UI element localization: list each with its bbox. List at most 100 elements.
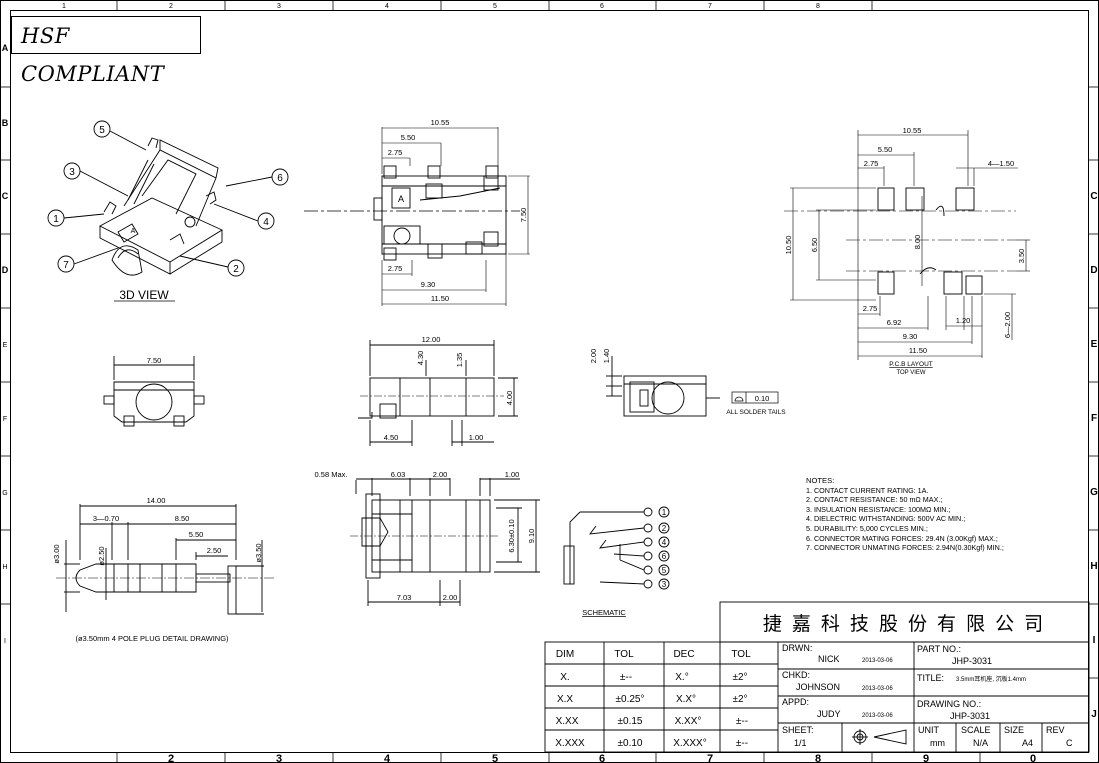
dim-label: 7.50: [519, 208, 528, 223]
scale-label: SCALE: [961, 725, 991, 735]
zone-col-label: 8: [816, 3, 820, 10]
dim-label: 7.03: [397, 593, 412, 602]
pcb-layout: [877, 187, 983, 295]
pcb-caption-sub: TOP VIEW: [896, 370, 925, 376]
tol-cell: ±--: [736, 738, 748, 749]
dim-label: 3—0.70: [93, 514, 119, 523]
tol-cell: ±0.25°: [616, 694, 645, 705]
zone-row-label: C: [1090, 191, 1097, 202]
dim-label: 6—2.00: [1003, 312, 1012, 338]
dim-label: 6.03: [391, 470, 406, 479]
note-item: 3. INSULATION RESISTANCE: 100MΩ MIN.;: [806, 504, 951, 514]
dim-label: 4—1.50: [988, 159, 1014, 168]
zone-col-label: 7: [708, 3, 712, 10]
zone-row-labels-left: A B C D E F G H I: [2, 43, 9, 645]
pcb-dims: [790, 130, 1030, 360]
tol-cell: X.XXX°: [673, 738, 706, 749]
pcb-centerlines: [784, 210, 1016, 272]
dim-label: 2.75: [864, 159, 879, 168]
dim-label: ø3.00: [52, 544, 61, 563]
zone-labels-bottom: 2 3 4 5 6 7 8 9 0: [168, 753, 1036, 763]
dim-label: 5.50: [401, 133, 416, 142]
tol-cell: X.XX: [556, 716, 579, 727]
flatness-callout: [731, 391, 779, 404]
hsf-compliant-stamp: HSF COMPLIANT: [11, 16, 201, 86]
dim-label: 4.50: [384, 433, 399, 442]
zone-row-label: B: [2, 118, 9, 128]
zone-col-label: 1: [62, 3, 66, 10]
dim-label: 2.00: [433, 470, 448, 479]
balloon-label: 7: [63, 260, 69, 271]
tol-cell: X.: [560, 672, 569, 683]
tol-cell: X.°: [675, 672, 688, 683]
zone-row-label: E: [3, 342, 8, 349]
note-item: 5. DURABILITY: 5,000 CYCLES MIN.;: [806, 523, 928, 533]
dim-label: 9.10: [527, 529, 536, 544]
zone-row-label: G: [1090, 487, 1098, 498]
plug-caption: (ø3.50mm 4 POLE PLUG DETAIL DRAWING): [75, 634, 229, 643]
schematic-pin-label: 3: [662, 580, 667, 589]
tol-header-cell: TOL: [731, 649, 751, 660]
tol-header-cell: DEC: [673, 649, 694, 660]
chkd-label: CHKD:: [782, 670, 810, 680]
tol-cell: X.XXX: [555, 738, 585, 749]
zone-row-label: I: [4, 638, 6, 645]
dim-label: 1.35: [455, 353, 464, 368]
zone-col-label: 5: [493, 3, 497, 10]
dim-label: 1.00: [469, 433, 484, 442]
rev-label: REV: [1046, 725, 1065, 735]
dim-label: 10.55: [431, 118, 450, 127]
appd-date: 2013-03-06: [862, 713, 893, 719]
tol-cell: ±2°: [732, 694, 747, 705]
pcb-dim-text: 10.55 5.50 2.75 4—1.50 10.50 6.50 8.00 3…: [784, 126, 1026, 376]
balloon-label: 3: [69, 167, 75, 178]
section-dim-text: 0.58 Max. 6.03 2.00 1.00 6.30±0.10 9.10 …: [315, 470, 536, 602]
dim-label: 2.00: [443, 593, 458, 602]
dim-label: 5.50: [189, 530, 204, 539]
dim-label: 4.30: [416, 351, 425, 366]
drawing-no-label: DRAWING NO.:: [917, 699, 981, 709]
dim-label: 7.50: [147, 356, 162, 365]
title-block-lines: [544, 601, 1090, 753]
notes-block: NOTES: 1. CONTACT CURRENT RATING: 1A. 2.…: [806, 476, 1004, 553]
dim-label: ø3.50: [254, 543, 263, 562]
dim-label: 6.92: [887, 318, 902, 327]
part-no-label: PART NO.:: [917, 644, 961, 654]
zone-row-label: F: [3, 416, 7, 423]
view-3d: [63, 130, 273, 276]
dim-label: 9.30: [903, 332, 918, 341]
balloon-label: 5: [99, 125, 105, 136]
zone-row-label: I: [1093, 635, 1096, 646]
schematic-pin-label: 2: [662, 524, 667, 533]
zone-row-label: C: [2, 191, 9, 201]
dim-label: 8.00: [913, 235, 922, 250]
dim-label: 2.50: [207, 546, 222, 555]
unit-value: mm: [930, 738, 945, 748]
sheet-label: SHEET:: [782, 725, 814, 735]
zone-row-label: H: [2, 564, 7, 571]
top-view-dims: [381, 127, 530, 306]
zone-col-label: 0: [1030, 753, 1036, 763]
dim-label: 0.58 Max.: [315, 470, 348, 479]
dim-label: 1.20: [956, 316, 971, 325]
tol-cell: X.X: [557, 694, 573, 705]
side-view: [358, 340, 518, 446]
tol-header-cell: TOL: [614, 649, 634, 660]
view-3d-key: A: [131, 228, 136, 235]
zone-row-label: J: [1091, 709, 1097, 720]
dim-label: 14.00: [147, 496, 166, 505]
plug-dim-text: 14.00 3—0.70 8.50 5.50 2.50 ø3.00 ø2.50 …: [52, 496, 263, 643]
dim-label: 2.75: [863, 304, 878, 313]
dim-label: 6.50: [810, 238, 819, 253]
zone-col-label: 7: [707, 753, 713, 763]
dim-label: 11.50: [431, 294, 449, 303]
zone-row-label: A: [2, 43, 9, 53]
zone-row-label: F: [1091, 413, 1097, 424]
schematic-pins: 1 2 4 6 5 3: [643, 506, 670, 590]
zone-col-label: 6: [600, 3, 604, 10]
tol-cell: X.X°: [676, 694, 696, 705]
tol-cell: X.XX°: [675, 716, 702, 727]
view-3d-balloons: 5 3 1 7 6 4 2: [47, 120, 289, 277]
chkd-date: 2013-03-06: [862, 686, 893, 692]
dim-label: 2.75: [388, 264, 403, 273]
